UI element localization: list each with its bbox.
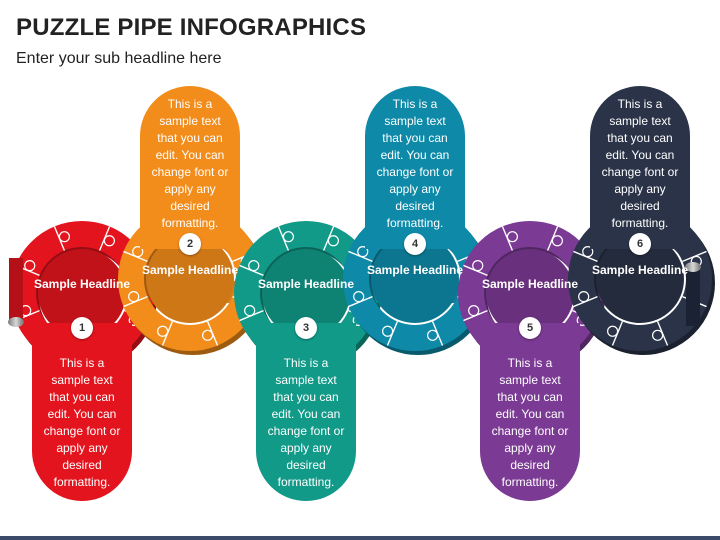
step-4-headline: Sample Headline <box>366 263 464 277</box>
step-3-headline: Sample Headline <box>257 277 355 291</box>
step-2-headline: Sample Headline <box>141 263 239 277</box>
step-4-number-badge: 4 <box>404 233 426 255</box>
step-3-number-badge: 3 <box>295 317 317 339</box>
step-1-hub <box>38 249 126 337</box>
step-4-text: This is a sample text that you can edit.… <box>376 97 454 230</box>
pipe-end-right <box>685 262 701 326</box>
step-5-headline: Sample Headline <box>481 277 579 291</box>
step-1-number-badge: 1 <box>71 317 93 339</box>
step-4-panel: This is a sample text that you can edit.… <box>365 86 465 249</box>
step-1-headline: Sample Headline <box>33 277 131 291</box>
pipe-end-left <box>8 258 24 327</box>
step-5-panel: This is a sample text that you can edit.… <box>480 323 580 501</box>
step-6-headline: Sample Headline <box>591 263 689 277</box>
step-6-text: This is a sample text that you can edit.… <box>601 97 679 230</box>
step-1-panel: This is a sample text that you can edit.… <box>32 323 132 501</box>
step-6-hub <box>596 235 684 323</box>
page-title: PUZZLE PIPE INFOGRAPHICS <box>16 14 367 41</box>
step-6-number-badge: 6 <box>629 233 651 255</box>
step-5-hub <box>486 249 574 337</box>
step-1-text: This is a sample text that you can edit.… <box>43 356 121 489</box>
step-2-number-badge: 2 <box>179 233 201 255</box>
step-2-panel: This is a sample text that you can edit.… <box>140 86 240 249</box>
step-4-hub <box>371 235 459 323</box>
step-3-hub <box>262 249 350 337</box>
page-subtitle: Enter your sub headline here <box>16 50 222 67</box>
step-3-panel: This is a sample text that you can edit.… <box>256 323 356 501</box>
step-2-hub <box>146 235 234 323</box>
step-6-panel: This is a sample text that you can edit.… <box>590 86 690 249</box>
bottom-bar <box>0 536 720 540</box>
step-5-number-badge: 5 <box>519 317 541 339</box>
step-2-text: This is a sample text that you can edit.… <box>151 97 229 230</box>
step-5-text: This is a sample text that you can edit.… <box>491 356 569 489</box>
step-3-text: This is a sample text that you can edit.… <box>267 356 345 489</box>
